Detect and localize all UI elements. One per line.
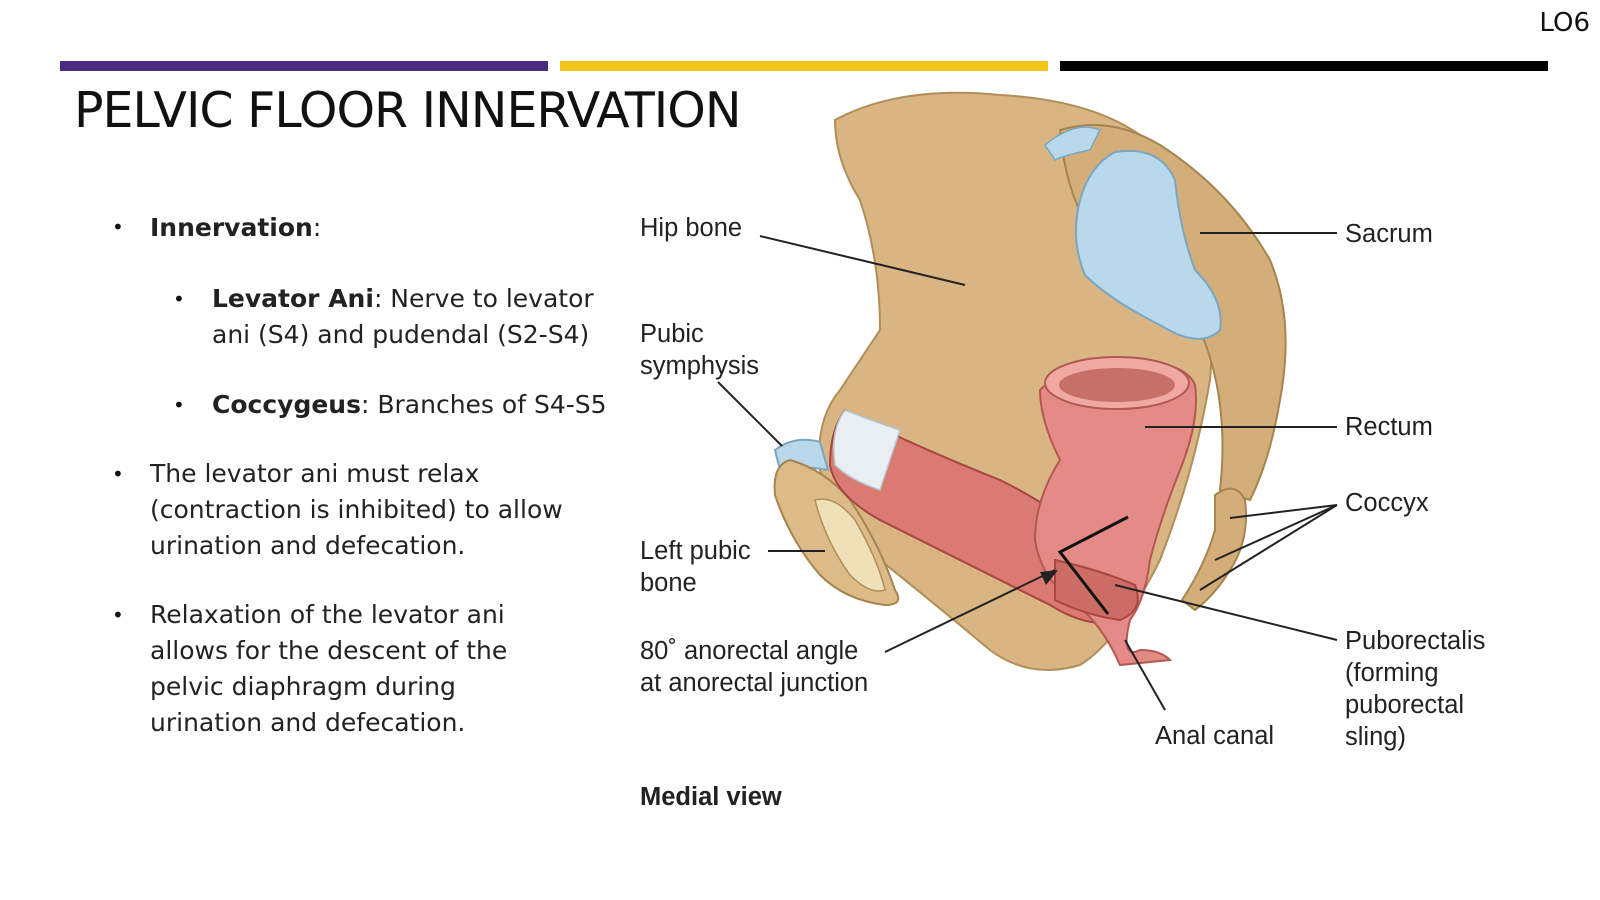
bullet-dot: • (112, 215, 124, 239)
rectum-lumen-inner (1059, 368, 1175, 402)
slide-title: PELVIC FLOOR INNERVATION (74, 82, 741, 139)
label-anal-canal: Anal canal (1155, 722, 1274, 750)
innervation-colon: : (312, 213, 322, 242)
label-rectum: Rectum (1345, 413, 1433, 441)
coccygeus-text: : Branches of S4-S5 (361, 390, 607, 419)
puborectalis-sling (1054, 558, 1139, 622)
label-coccyx: Coccyx (1345, 489, 1429, 517)
bullet-list: • Innervation: • Levator Ani: Nerve to l… (0, 0, 620, 900)
pubic-bone-section (814, 498, 886, 592)
bullet-descent: Relaxation of the levator ani allows for… (150, 600, 508, 737)
label-puborectalis-2: (forming (1345, 659, 1439, 687)
label-left-pubic-bone-2: bone (640, 569, 697, 597)
levator-ani-label: Levator Ani (212, 284, 374, 313)
bullet-dot: • (112, 603, 124, 627)
label-medial-view: Medial view (640, 783, 782, 811)
bullet-dot: • (173, 287, 185, 311)
label-puborectalis-3: puborectal (1345, 691, 1464, 719)
bullet-coccygeus: Coccygeus: Branches of S4-S5 (212, 387, 612, 423)
label-pubic-symphysis-1: Pubic (640, 320, 704, 348)
bullet-dot: • (173, 393, 185, 417)
angle-arrowhead (1040, 570, 1058, 585)
label-left-pubic-bone-1: Left pubic (640, 537, 751, 565)
levator-ani-tendon (833, 409, 901, 491)
label-sacrum: Sacrum (1345, 220, 1433, 248)
label-anorectal-angle-2: at anorectal junction (640, 669, 868, 697)
learning-objective-tag: LO6 (1539, 8, 1590, 38)
bullet-levator-ani: Levator Ani: Nerve to levator ani (S4) a… (212, 281, 612, 353)
accent-bar-yellow (560, 61, 1048, 71)
levator-ani-text: : Nerve to levator ani (S4) and pudendal… (212, 284, 594, 349)
sacral-disc (1044, 126, 1102, 161)
label-pubic-symphysis-2: symphysis (640, 352, 759, 380)
anorectal-angle-marker (1057, 515, 1129, 615)
label-hip-bone: Hip bone (640, 214, 742, 242)
label-puborectalis-4: sling) (1345, 723, 1406, 751)
label-anorectal-angle-1: 80˚ anorectal angle (640, 637, 858, 665)
bullet-innervation: Innervation: (150, 210, 321, 246)
label-puborectalis-1: Puborectalis (1345, 627, 1485, 655)
accent-bar-purple (60, 61, 548, 71)
bullet-relax: The levator ani must relax (contraction … (150, 459, 563, 560)
sacrum-cartilage (1075, 149, 1222, 340)
coccyx-shape (1180, 487, 1247, 612)
coccygeus-label: Coccygeus (212, 390, 361, 419)
accent-bar-black (1060, 61, 1548, 71)
leader-lines (717, 232, 1338, 711)
bullet-dot: • (112, 462, 124, 486)
innervation-label: Innervation (150, 213, 313, 242)
